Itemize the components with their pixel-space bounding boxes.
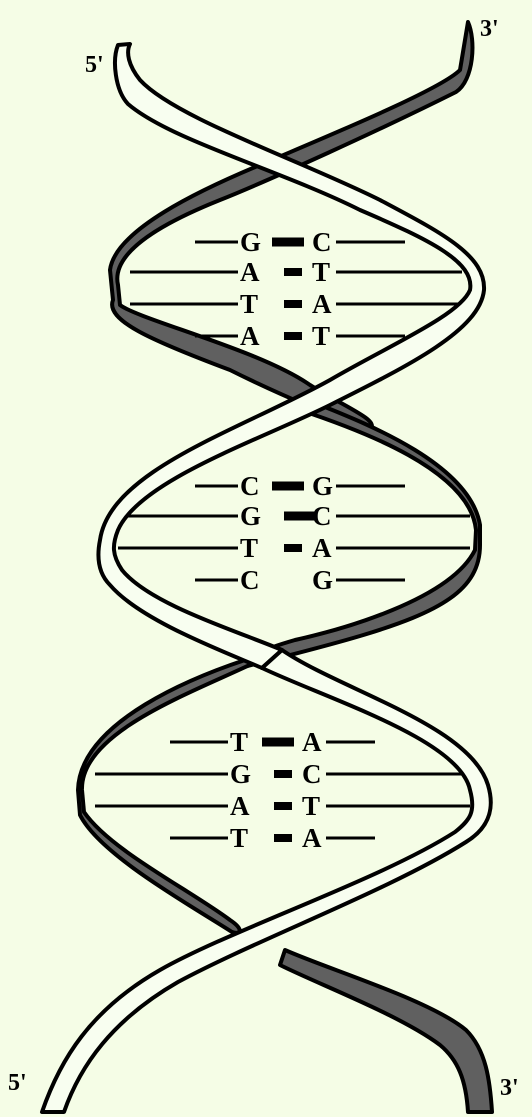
base-right: G: [312, 565, 333, 595]
strand-a-top-label: 5': [85, 52, 104, 78]
hydrogen-bond: [274, 802, 292, 810]
base-right: T: [302, 791, 320, 821]
strand-b-bottom-label: 3': [500, 1075, 519, 1101]
hydrogen-bond: [284, 544, 302, 552]
hydrogen-bond: [284, 300, 302, 308]
base-left: T: [240, 289, 258, 319]
hydrogen-bond: [272, 238, 304, 247]
back-strand-segment: [280, 950, 492, 1112]
hydrogen-bond: [262, 738, 294, 747]
base-right: A: [312, 533, 332, 563]
hydrogen-bond: [274, 770, 292, 778]
base-left: C: [240, 471, 260, 501]
base-right: A: [312, 289, 332, 319]
strand-a-bottom-label: 5': [8, 1070, 27, 1096]
hydrogen-bond: [274, 834, 292, 842]
base-left: T: [230, 727, 248, 757]
base-left: A: [240, 257, 260, 287]
base-left: G: [240, 227, 261, 257]
strand-b-top-label: 3': [480, 16, 499, 42]
base-right: C: [302, 759, 322, 789]
hydrogen-bond: [284, 512, 316, 521]
front-strand: [42, 44, 491, 1112]
base-right: T: [312, 257, 330, 287]
hydrogen-bond: [272, 482, 304, 491]
hydrogen-bond: [284, 268, 302, 276]
base-left: A: [240, 321, 260, 351]
hydrogen-bond: [284, 332, 302, 340]
base-left: A: [230, 791, 250, 821]
base-right: A: [302, 823, 322, 853]
base-right: C: [312, 227, 332, 257]
base-left: T: [240, 533, 258, 563]
base-left: G: [240, 501, 261, 531]
base-right: A: [302, 727, 322, 757]
back-strand-segment: [240, 405, 480, 668]
back-strand: [78, 22, 492, 1112]
front-strand-segment: [98, 44, 484, 668]
base-left: G: [230, 759, 251, 789]
base-right: T: [312, 321, 330, 351]
base-right: G: [312, 471, 333, 501]
base-left: C: [240, 565, 260, 595]
front-strand-segment: [42, 650, 491, 1112]
base-left: T: [230, 823, 248, 853]
